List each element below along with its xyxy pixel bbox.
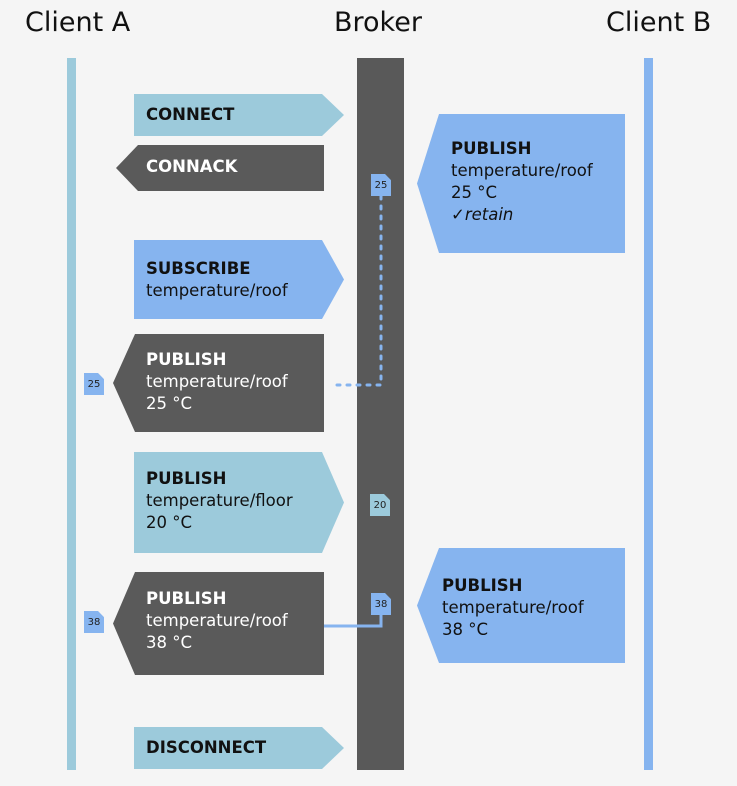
client-b-publish-new-topic: temperature/roof [442, 598, 584, 617]
client-b-publish-new: PUBLISH temperature/roof 38 °C [417, 548, 625, 663]
publish-floor-value: 20 °C [146, 513, 193, 532]
disconnect-label: DISCONNECT [146, 738, 267, 757]
connack-message: CONNACK [116, 145, 324, 191]
broker-publish-to-client-a-new: PUBLISH temperature/roof 38 °C [113, 572, 324, 675]
publish-to-a-new-title: PUBLISH [146, 589, 227, 608]
publish-to-a-retained-topic: temperature/roof [146, 372, 288, 391]
client-a-received-badge-25: 25 [84, 373, 104, 395]
client-b-publish-retained-topic: temperature/roof [451, 161, 593, 180]
publish-to-a-retained-title: PUBLISH [146, 350, 227, 369]
subscribe-title: SUBSCRIBE [146, 259, 251, 278]
client-a-heading: Client A [25, 7, 131, 38]
client-a-received-badge-38: 38 [84, 611, 104, 633]
disconnect-message: DISCONNECT [134, 727, 344, 769]
client-b-lifeline [644, 58, 653, 770]
subscribe-topic: temperature/roof [146, 281, 288, 300]
broker-publish-to-client-a-retained: PUBLISH temperature/roof 25 °C [113, 334, 324, 432]
client-b-publish-new-title: PUBLISH [442, 576, 523, 595]
client-a-lifeline [67, 58, 76, 770]
client-b-publish-retained-title: PUBLISH [451, 139, 532, 158]
publish-floor-title: PUBLISH [146, 469, 227, 488]
client-b-publish-new-value: 38 °C [442, 620, 489, 639]
client-b-heading: Client B [606, 7, 712, 38]
broker-heading: Broker [334, 7, 422, 38]
client-b-publish-retained: PUBLISH temperature/roof 25 °C ✓retain [417, 114, 625, 253]
client-b-publish-retained-value: 25 °C [451, 183, 498, 202]
client-b-publish-retain-flag: ✓retain [451, 205, 514, 224]
broker-retained-message-badge: 25 [371, 174, 391, 196]
publish-to-a-new-topic: temperature/roof [146, 611, 288, 630]
publish-to-a-retained-value: 25 °C [146, 394, 193, 413]
connect-label: CONNECT [146, 105, 235, 124]
broker-floor-message-badge: 20 [370, 494, 390, 516]
connack-label: CONNACK [146, 157, 238, 176]
client-a-publish-floor: PUBLISH temperature/floor 20 °C [134, 452, 344, 553]
retained-message-dotted-path [328, 194, 383, 387]
publish-to-a-new-value: 38 °C [146, 633, 193, 652]
forwarded-message-solid-path [324, 612, 383, 628]
publish-floor-topic: temperature/floor [146, 491, 293, 510]
subscribe-message: SUBSCRIBE temperature/roof [134, 240, 344, 319]
connect-message: CONNECT [134, 94, 344, 136]
broker-roof-update-badge: 38 [371, 593, 391, 615]
